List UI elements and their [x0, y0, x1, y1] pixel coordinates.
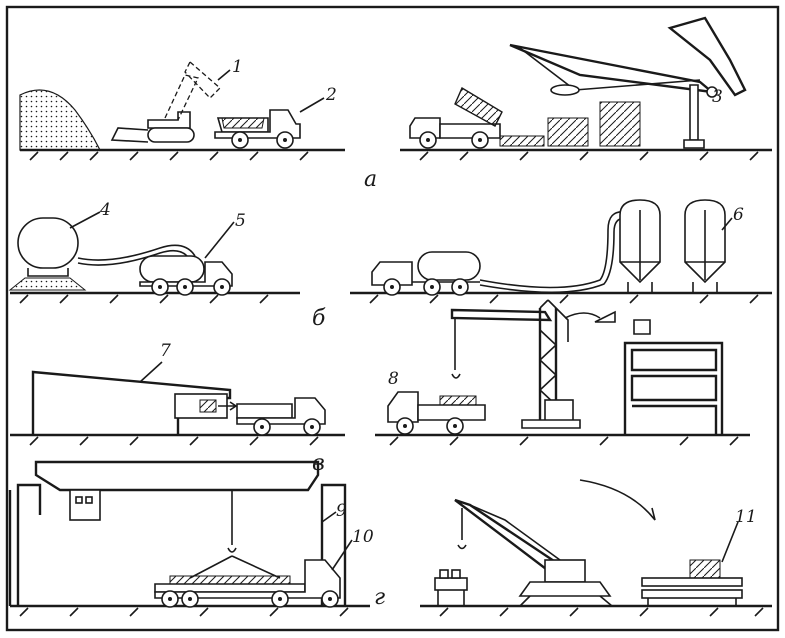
hose-b-right [479, 211, 626, 294]
arrow-swing [579, 479, 656, 521]
hose-b-left [77, 244, 196, 266]
label-5: 5 [235, 211, 246, 231]
label-7: 7 [160, 341, 171, 361]
tower-crane [450, 299, 651, 429]
leader-6 [721, 217, 733, 231]
crawler-crane [434, 498, 613, 607]
label-2: 2 [325, 85, 337, 105]
panel-letter-b: б [312, 306, 326, 331]
label-1: 1 [232, 57, 243, 77]
label-3: 3 [712, 87, 723, 107]
rail-tank-car [8, 217, 87, 291]
leader-7 [139, 361, 163, 383]
leader-9 [321, 511, 337, 523]
dump-truck-unloading [409, 86, 503, 149]
stacked-load [641, 559, 743, 606]
dump-truck-a [214, 109, 301, 149]
tank-truck-b [139, 255, 233, 296]
label-6: 6 [733, 205, 744, 225]
silos [619, 199, 726, 293]
label-9: 9 [336, 501, 347, 521]
flatbed-truck-v [236, 397, 326, 436]
tank-truck-b-right [371, 251, 481, 296]
leader-5 [204, 221, 235, 259]
figure-frame [5, 5, 780, 632]
trailer-truck-g [154, 559, 341, 608]
leader-2 [299, 97, 325, 113]
panel-letter-g: г [374, 585, 385, 610]
leader-4 [69, 211, 101, 229]
flatbed-truck-v-right [387, 391, 486, 435]
building-frame [623, 341, 724, 435]
leader-1 [217, 69, 231, 81]
material-stacks [499, 101, 641, 147]
label-8: 8 [388, 369, 399, 389]
label-11: 11 [735, 507, 757, 527]
mast-crane [509, 16, 747, 149]
bulldozer-loader [110, 60, 221, 143]
label-4: 4 [99, 200, 111, 220]
leader-10 [331, 539, 353, 571]
ramp-platform [31, 370, 238, 435]
soil-pile [19, 89, 101, 151]
leader-11 [721, 521, 739, 563]
gantry-crane [8, 460, 347, 606]
label-10: 10 [352, 527, 374, 547]
panel-letter-a: а [364, 167, 377, 192]
